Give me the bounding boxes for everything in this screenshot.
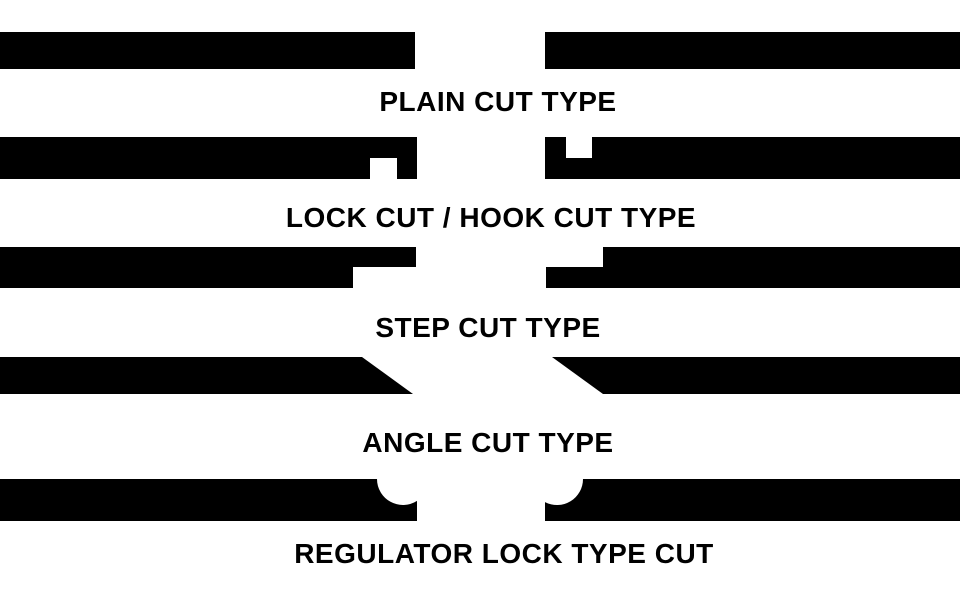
regulator-lock-cut-label: REGULATOR LOCK TYPE CUT [294, 538, 714, 569]
regulator-lock-cut-right-piece [545, 479, 960, 521]
lock-hook-cut-left-piece [0, 137, 417, 179]
lock-hook-cut-row: LOCK CUT / HOOK CUT TYPE [0, 137, 960, 233]
angle-cut-right-piece [552, 357, 960, 394]
regulator-lock-cut-left-piece [0, 479, 417, 521]
angle-cut-label: ANGLE CUT TYPE [362, 427, 613, 458]
plain-cut-right-piece [545, 32, 960, 69]
lock-hook-cut-label: LOCK CUT / HOOK CUT TYPE [286, 202, 696, 233]
step-cut-row: STEP CUT TYPE [0, 247, 960, 343]
plain-cut-left-piece [0, 32, 415, 69]
angle-cut-left-piece [0, 357, 413, 394]
plain-cut-label: PLAIN CUT TYPE [379, 86, 616, 117]
step-cut-right-piece [546, 247, 960, 288]
plain-cut-row: PLAIN CUT TYPE [0, 32, 960, 117]
step-cut-left-piece [0, 247, 416, 288]
step-cut-label: STEP CUT TYPE [375, 312, 600, 343]
regulator-lock-cut-row: REGULATOR LOCK TYPE CUT [0, 479, 960, 569]
angle-cut-row: ANGLE CUT TYPE [0, 357, 960, 458]
lock-hook-cut-right-piece [545, 137, 960, 179]
